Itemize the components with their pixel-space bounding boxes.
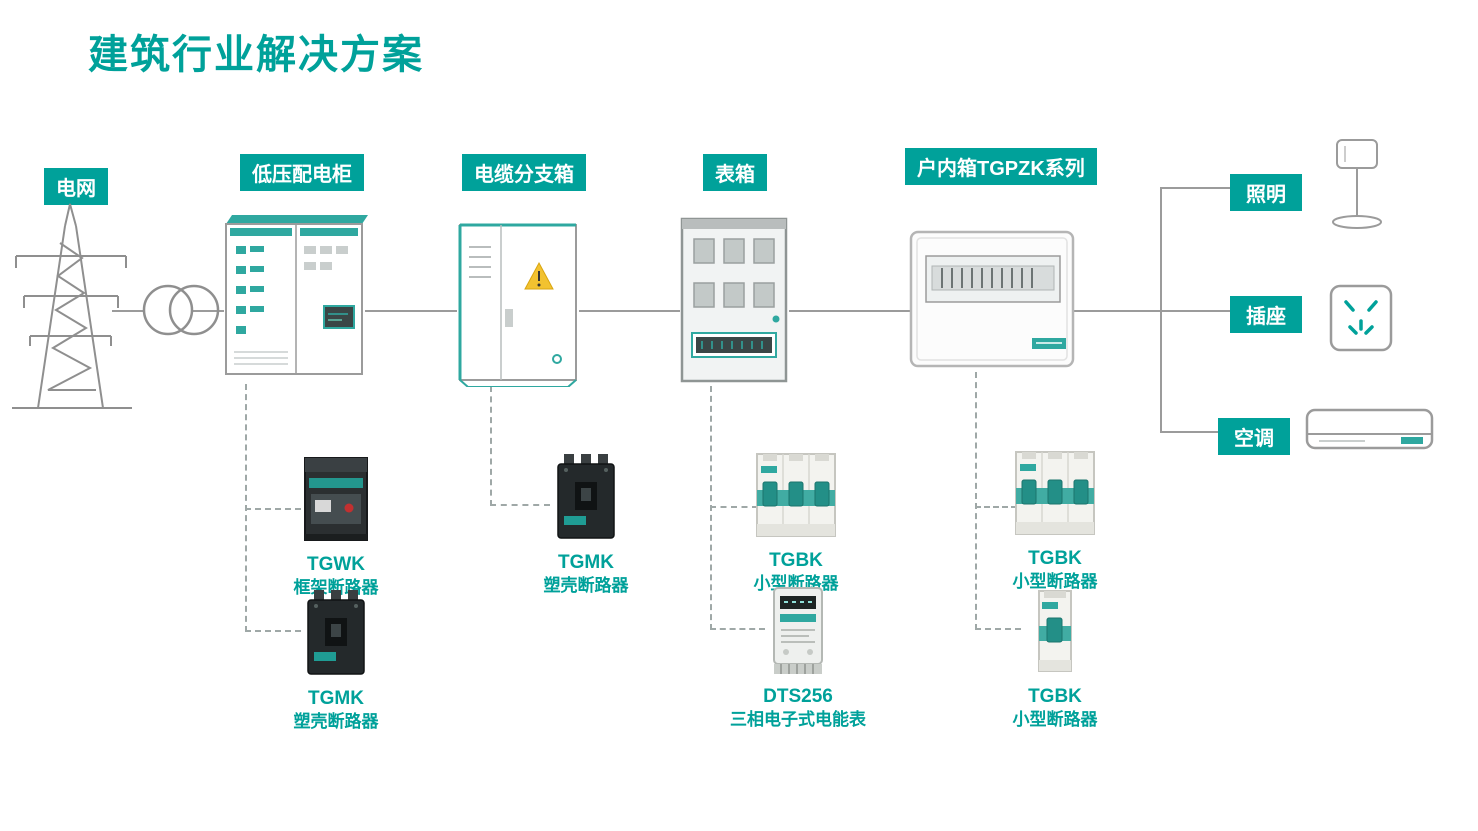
dashed-connector [245,508,301,510]
dashed-connector [490,504,550,506]
dashed-connector [710,628,765,630]
tgmk-molded-case-breaker-image [557,454,615,539]
tgbk-mini-breaker-image [756,453,836,537]
cable-branch-box-label: 电缆分支箱 [462,154,586,191]
product-desc: 塑壳断路器 [543,575,629,595]
transformer-icon [140,282,222,338]
product-name: TGMK [558,552,614,573]
load-label-ac: 空调 [1218,418,1290,455]
indoor-box-label: 户内箱TGPZK系列 [905,148,1097,185]
lamp-icon [1325,136,1389,232]
page-title: 建筑行业解决方案 [88,33,424,77]
product-tgmk-1: TGMK 塑壳断路器 [518,450,654,598]
main-line [1074,310,1230,312]
product-tgwk: TGWK 框架断路器 [268,452,404,600]
product-name: TGWK [306,554,366,575]
socket-icon [1328,283,1394,353]
transmission-tower-icon [8,198,136,413]
product-name: DTS256 [763,686,833,707]
product-name: TGMK [308,688,364,709]
indoor-box-image [908,226,1078,372]
meter-box-label: 表箱 [703,154,767,191]
product-desc: 小型断路器 [1012,709,1098,729]
tgwk-frame-breaker-image [304,457,368,541]
dashed-connector [245,630,301,632]
lv-cabinet-image [220,210,368,382]
product-tgbk-1: TGBK 小型断路器 [726,448,866,596]
product-name: TGBK [1028,686,1082,707]
main-line [365,310,457,312]
branch-line-lighting [1160,187,1230,189]
dashed-connector [975,628,1021,630]
main-line [789,310,910,312]
product-name: TGBK [1028,548,1082,569]
dashed-connector [490,386,492,506]
product-tgmk-2: TGMK 塑壳断路器 [268,586,404,734]
meter-box-image [678,215,790,387]
product-name: TGBK [769,550,823,571]
tgbk-mini-breaker-image [1038,590,1072,672]
product-dts256: DTS256 三相电子式电能表 [722,584,874,732]
main-line [579,310,680,312]
dashed-connector [975,372,977,630]
product-tgbk-3: TGBK 小型断路器 [985,586,1125,732]
product-desc: 塑壳断路器 [293,711,379,731]
dashed-connector [975,506,1017,508]
dts256-energy-meter-image [773,587,823,674]
dashed-connector [710,506,758,508]
product-desc: 三相电子式电能表 [730,709,866,729]
tgbk-mini-breaker-image [1015,451,1095,535]
cable-branch-box-image [455,217,581,387]
lv-cabinet-label: 低压配电柜 [240,154,364,191]
air-conditioner-icon [1305,406,1435,456]
dashed-connector [710,386,712,630]
load-label-socket: 插座 [1230,296,1302,333]
load-label-lighting: 照明 [1230,174,1302,211]
load-bus-line [1160,187,1162,433]
product-tgbk-2: TGBK 小型断路器 [985,446,1125,594]
tgmk-molded-case-breaker-image [307,590,365,675]
branch-line-ac [1160,431,1218,433]
grid-label: 电网 [44,168,108,205]
product-desc: 小型断路器 [1012,571,1098,591]
